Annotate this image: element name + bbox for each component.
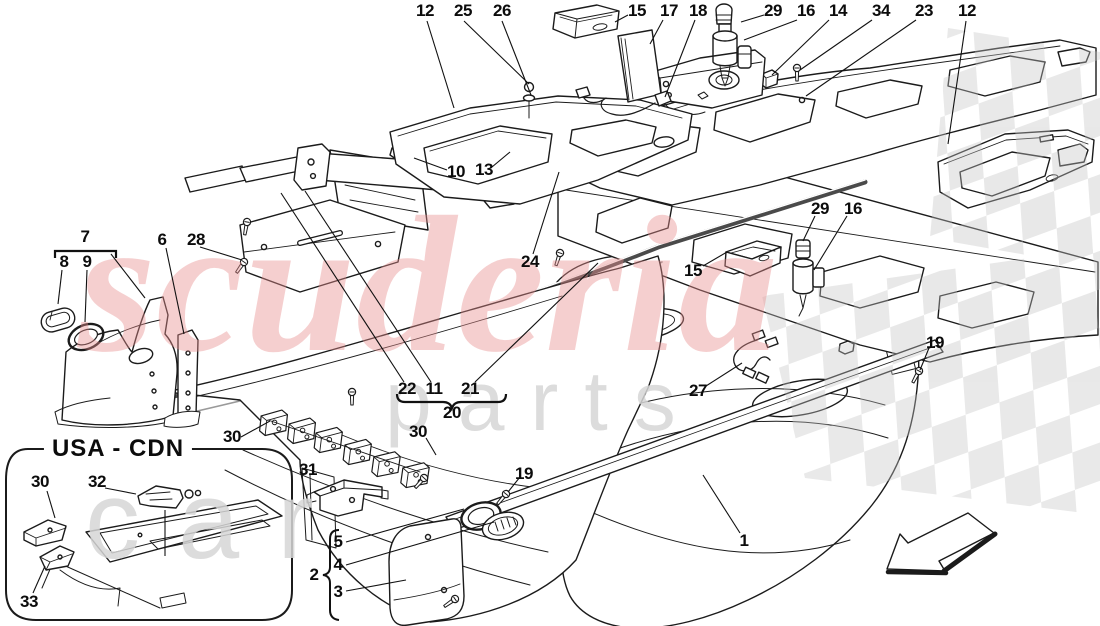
- side-rail-6: [163, 329, 201, 428]
- ring-9: [67, 322, 105, 352]
- leader-lines: [32, 14, 967, 621]
- bracket-32: [137, 485, 202, 509]
- channel-bracket-31: [306, 479, 389, 517]
- bracket-30-box: [23, 519, 67, 547]
- flap-panel-3: [388, 518, 465, 626]
- underbrace-group-20: [395, 393, 508, 412]
- storage-tray: [552, 4, 620, 39]
- watermark-word-car: car: [85, 459, 352, 582]
- usa-frame: [85, 499, 283, 563]
- booklet-plate: [617, 29, 662, 103]
- bracket-33: [39, 545, 75, 571]
- tunnel-body-left: [165, 255, 665, 623]
- watermark-layer: scuderia car parts: [76, 28, 1100, 582]
- brand-watermark: scuderia: [76, 177, 778, 393]
- flap-assembly: [388, 501, 525, 626]
- left-side-panel-assembly: [40, 256, 250, 428]
- checkered-flag-watermark: [762, 28, 1100, 515]
- grommet-8: [40, 307, 76, 333]
- bracket-group-7: [53, 249, 118, 258]
- ashtray: [724, 240, 782, 277]
- vent-grille-4: [481, 511, 525, 541]
- brace-group-2: [322, 529, 340, 621]
- switch-cable: [575, 86, 672, 116]
- console-top-panel-front: [389, 81, 693, 205]
- mounting-bracket-row: [258, 387, 431, 517]
- direction-arrow-icon: [885, 512, 998, 576]
- usa-cdn-box: [5, 448, 293, 621]
- nut-26: [522, 94, 536, 102]
- cigarette-lighter-top: [712, 3, 752, 87]
- usa-cdn-box-title: USA - CDN: [43, 435, 193, 463]
